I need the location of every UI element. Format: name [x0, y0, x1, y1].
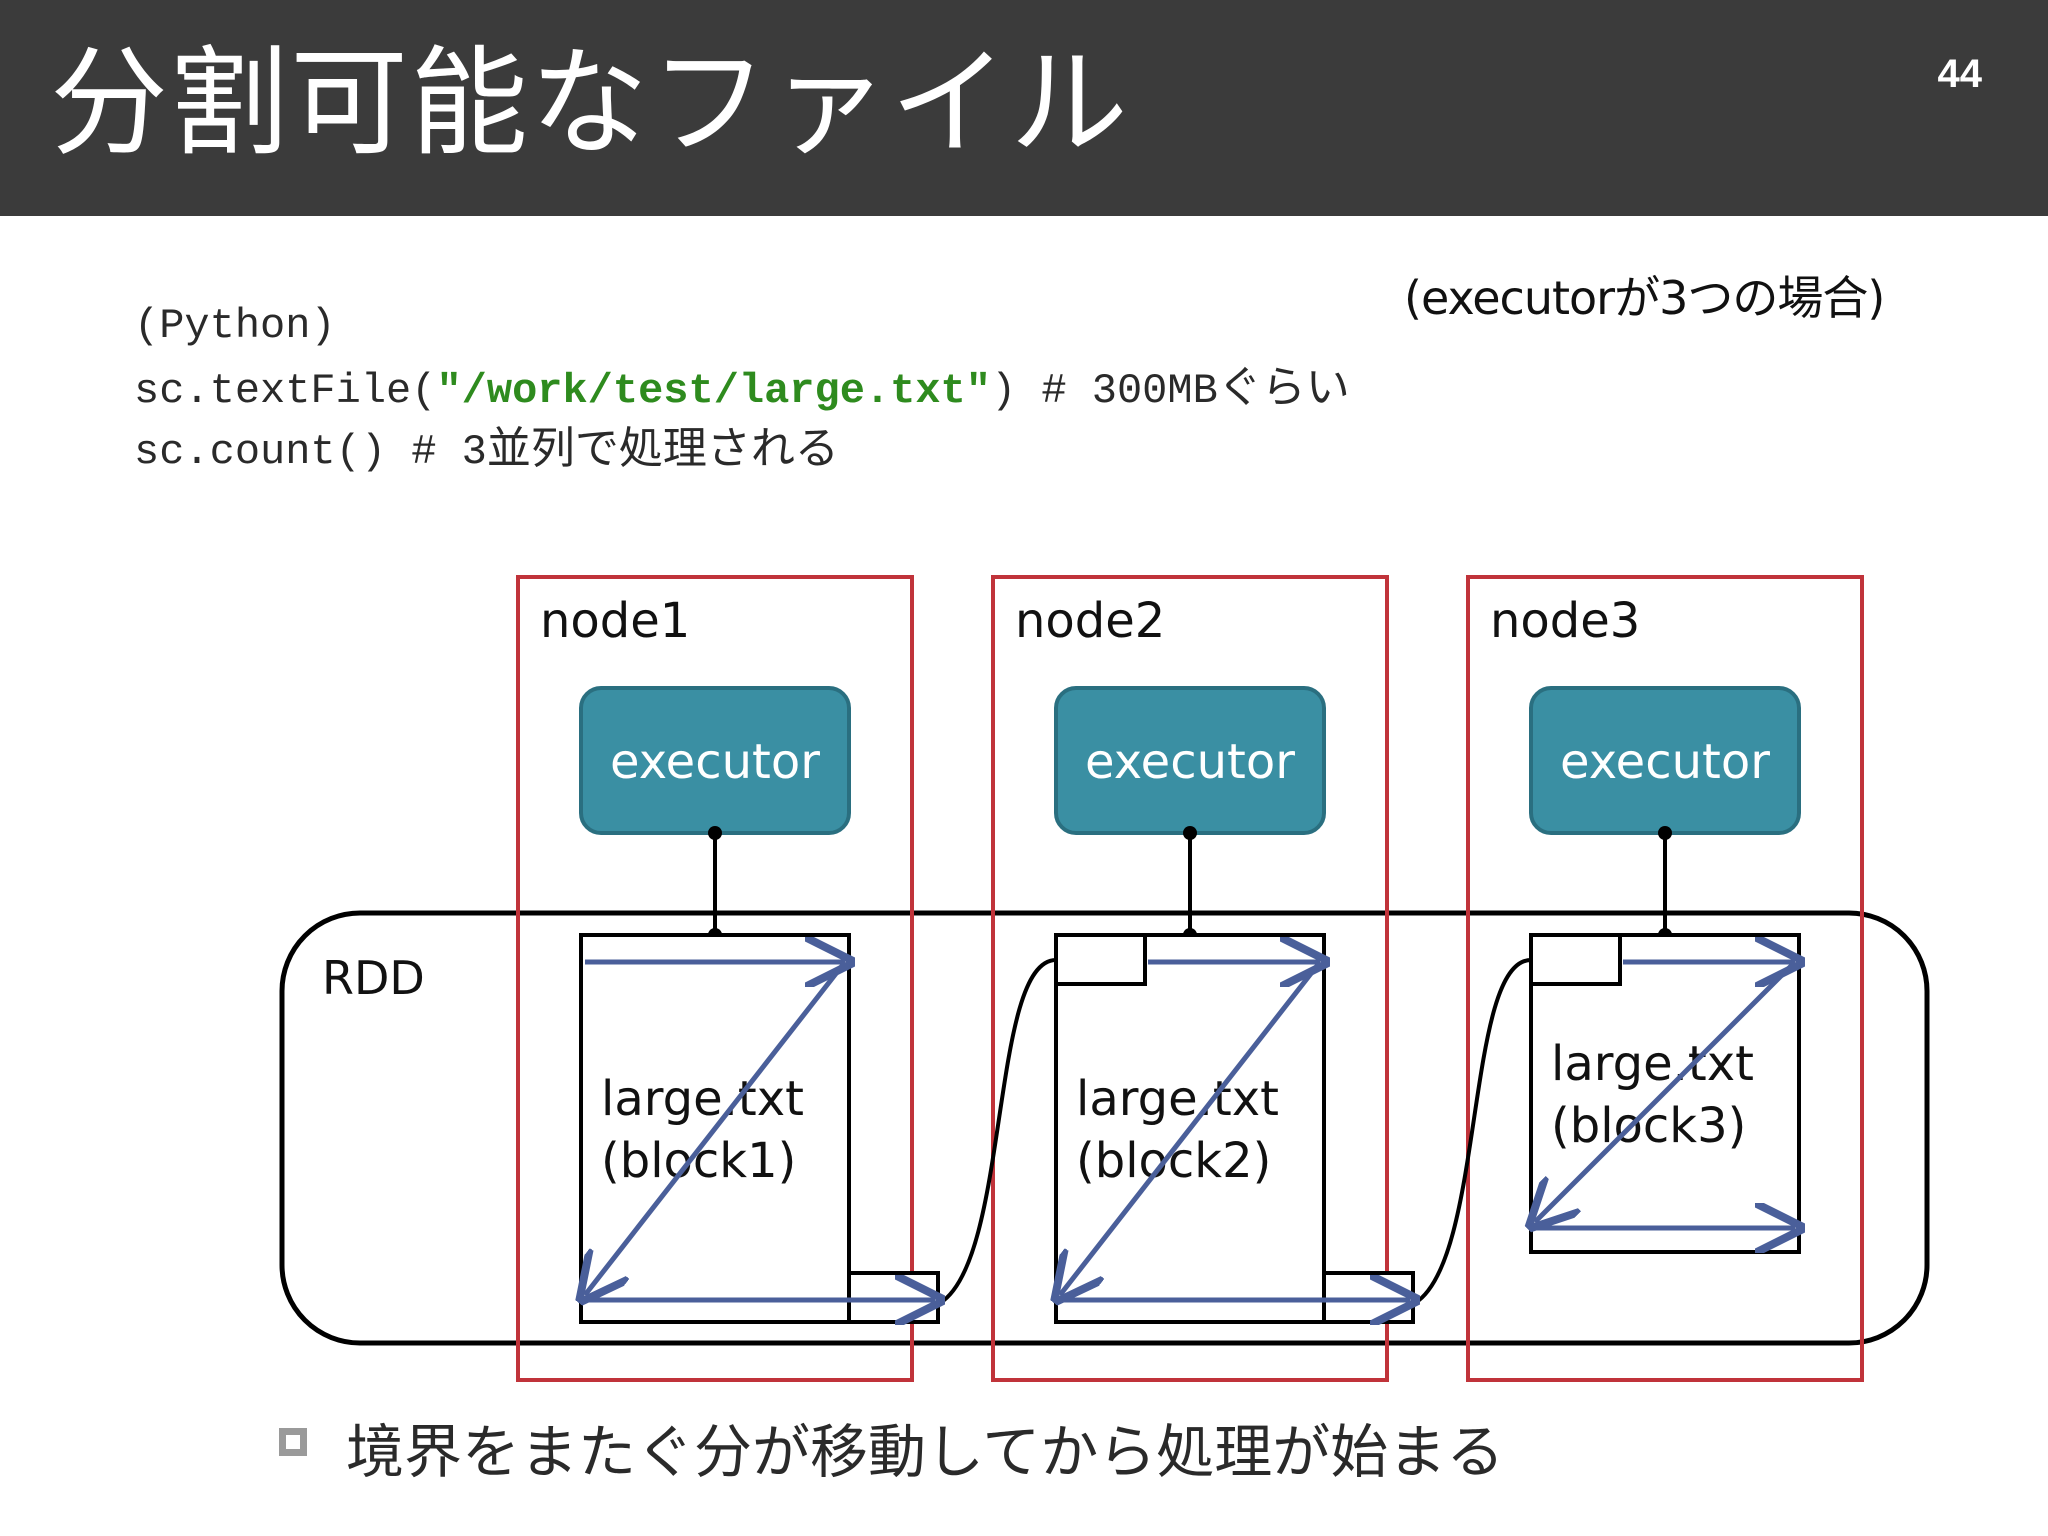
node1-box [516, 575, 914, 1382]
node2-file-name: large.txt [1076, 1071, 1279, 1127]
condition-note: (executorが3つの場合) [1404, 271, 1885, 325]
node2-arrow-diagonal [1060, 960, 1322, 1295]
title-bar [0, 0, 2048, 216]
slide-title: 分割可能なファイル [50, 34, 1131, 172]
node1-file-block-id: (block1) [601, 1133, 796, 1189]
code-line-count: sc.count() # 3並列で処理される [134, 418, 1350, 479]
bullet-text: 境界をまたぐ分が移動してから処理が始まる [346, 1418, 1505, 1486]
node1-arrow-diagonal [585, 960, 847, 1295]
node2-file-block-id: (block2) [1076, 1133, 1271, 1189]
code-count-call: sc.count() # 3 [134, 428, 487, 476]
code-file-path: "/work/test/large.txt" [436, 367, 991, 415]
node2-executor-dot [1183, 826, 1197, 840]
node3-executor-label: executor [1560, 734, 1770, 790]
node3-arrow-diagonal [1535, 960, 1797, 1222]
code-comment-approx: ぐらい [1217, 362, 1350, 413]
node3-label: node3 [1490, 593, 1640, 649]
code-block: (Python) sc.textFile("/work/test/large.tx… [134, 296, 1350, 479]
node2-label: node2 [1015, 593, 1165, 649]
node3-executor-dot [1658, 826, 1672, 840]
node1-executor-label: executor [610, 734, 820, 790]
code-line-textfile: sc.textFile("/work/test/large.txt") # 30… [134, 357, 1350, 418]
node2-executor-label: executor [1085, 734, 1295, 790]
executor-connectors [713, 833, 1667, 935]
rdd-label: RDD [322, 951, 425, 1005]
fragment-link-1-2 [938, 958, 1057, 1305]
rdd-container [279, 910, 1930, 1346]
node2-box [991, 575, 1389, 1382]
code-comment-parallel: 並列で処理される [486, 423, 839, 474]
node3-box [1466, 575, 1864, 1382]
node2-head-fragment [1054, 933, 1147, 986]
node3-head-fragment [1529, 933, 1622, 986]
node1-file-name: large.txt [601, 1071, 804, 1127]
code-language-label: (Python) [134, 302, 336, 350]
page-number: 44 [1937, 52, 1983, 96]
code-comment-size: ) # 300MB [990, 367, 1218, 415]
code-textfile-call: sc.textFile( [134, 367, 437, 415]
node1-executor-dot [708, 826, 722, 840]
fragment-link-2-3 [1413, 958, 1532, 1305]
bullet-marker [279, 1428, 307, 1456]
node3-file-name: large.txt [1551, 1036, 1754, 1092]
read-order-arrows [585, 962, 1795, 1300]
node1-label: node1 [540, 593, 690, 649]
